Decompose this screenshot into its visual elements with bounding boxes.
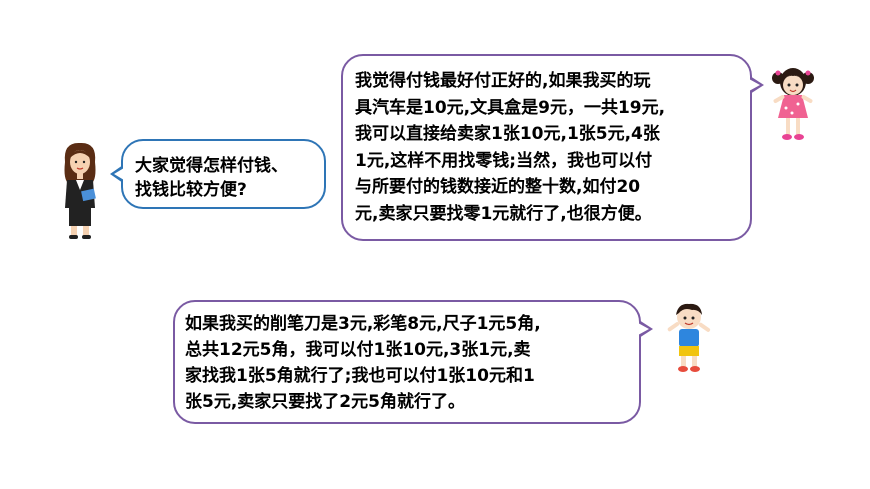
speech-line: 张5元,卖家只要找了2元5角就行了。 (185, 392, 465, 412)
speech-line: 大家觉得怎样付钱、 (135, 156, 288, 176)
speech-line: 找钱比较方便? (135, 180, 247, 200)
boy-speech-bubble: 如果我买的削笔刀是3元,彩笔8元,尺子1元5角, 总共12元5角，我可以付1张1… (173, 300, 653, 424)
speech-line: 与所要付的钱数接近的整十数,如付20 (355, 177, 641, 197)
speech-line: 元,卖家只要找零1元就行了,也很方便。 (355, 203, 652, 224)
speech-line: 具汽车是10元,文具盒是9元，一共19元, (355, 97, 666, 118)
girl-figure (772, 68, 814, 140)
speech-line: 我觉得付钱最好付正好的,如果我买的玩 (355, 71, 651, 91)
teacher-speech-bubble: 大家觉得怎样付钱、 找钱比较方便? (110, 139, 326, 209)
speech-line: 1元,这样不用找零钱;当然，我也可以付 (355, 150, 653, 171)
speech-line: 我可以直接给卖家1张10元,1张5元,4张 (355, 124, 660, 144)
boy-figure (667, 303, 711, 372)
girl-speech-bubble: 我觉得付钱最好付正好的,如果我买的玩 具汽车是10元,文具盒是9元，一共19元,… (341, 54, 764, 241)
speech-line: 总共12元5角，我可以付1张10元,3张1元,卖 (185, 340, 531, 360)
teacher-figure (64, 142, 96, 239)
speech-line: 家找我1张5角就行了;我也可以付1张10元和1 (185, 366, 535, 386)
speech-line: 如果我买的削笔刀是3元,彩笔8元,尺子1元5角, (185, 314, 541, 334)
